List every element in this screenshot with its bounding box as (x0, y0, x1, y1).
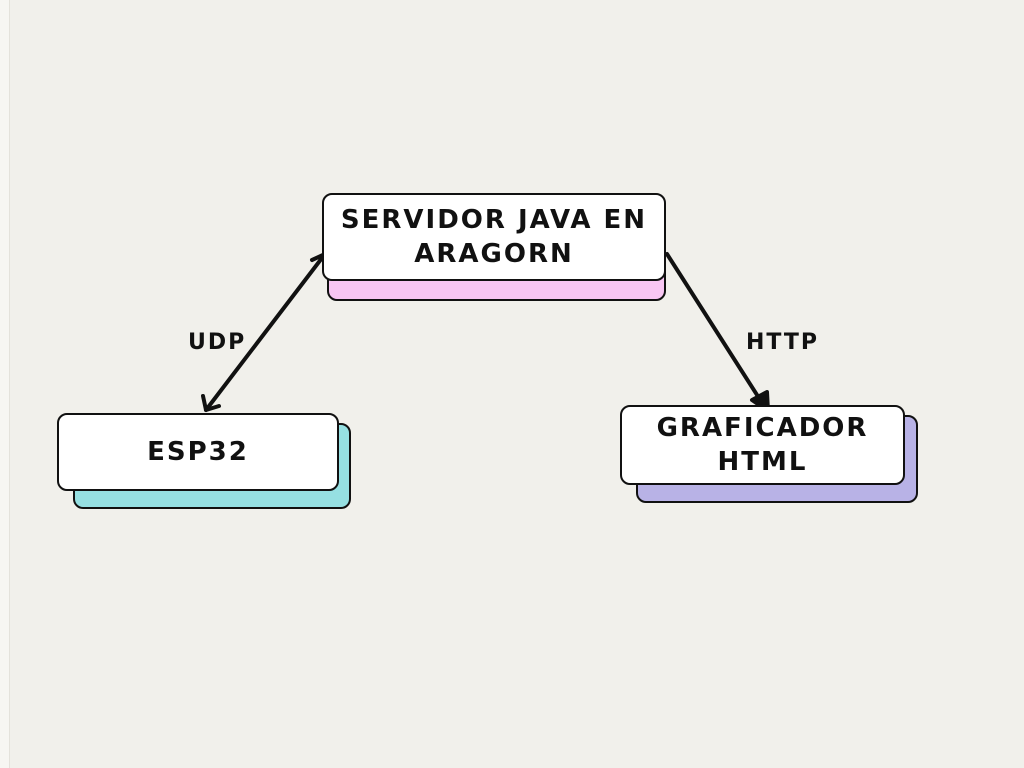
grapher-node-label: GRAFICADOR HTML (656, 413, 869, 477)
grapher-node-card: GRAFICADOR HTML (620, 405, 905, 485)
server-node: SERVIDOR JAVA EN ARAGORN (322, 193, 668, 303)
http-line (665, 252, 768, 411)
udp-arrowhead-esp32 (201, 394, 221, 412)
udp-edge-label: UDP (188, 330, 247, 355)
esp32-node-card: ESP32 (57, 413, 339, 491)
server-node-card: SERVIDOR JAVA EN ARAGORN (322, 193, 666, 281)
esp32-node-label: ESP32 (147, 437, 249, 467)
esp32-node: ESP32 (57, 413, 352, 511)
grapher-node: GRAFICADOR HTML (620, 405, 918, 503)
server-node-label: SERVIDOR JAVA EN ARAGORN (340, 205, 648, 269)
http-edge-label: HTTP (746, 330, 820, 355)
paper-edge (0, 0, 10, 768)
udp-line (204, 252, 327, 412)
